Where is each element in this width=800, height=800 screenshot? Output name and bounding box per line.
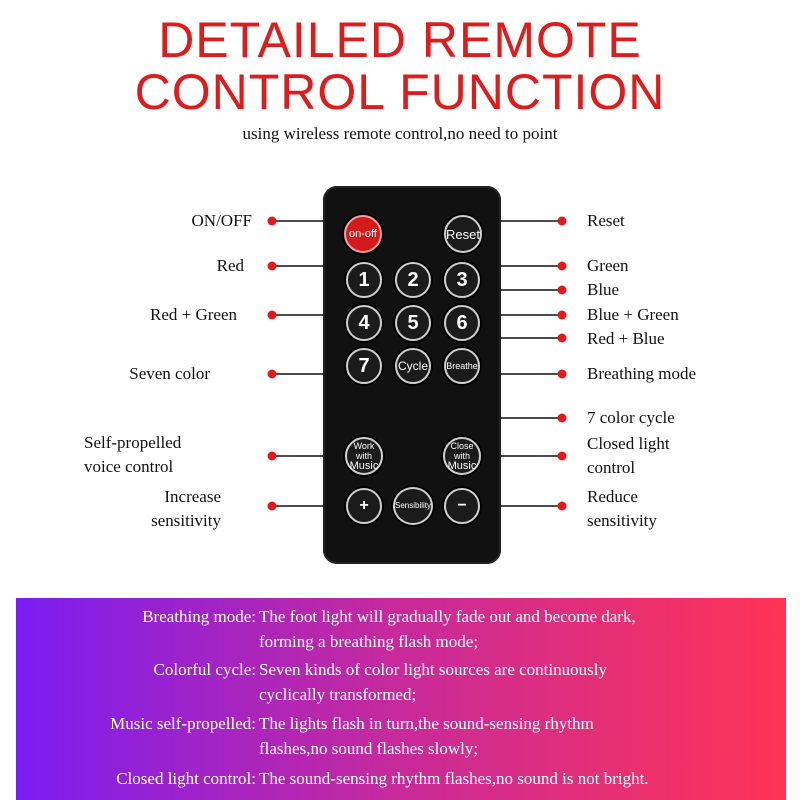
dot-seven-color-left [267,369,277,379]
dot-red-green-left [267,310,277,320]
label-reduce-line-1: Reduce [587,487,638,506]
label-seven-color: Seven color [129,364,210,383]
label-self-propelled-line-1: Self-propelled [84,433,182,452]
dot-red-blue-right [557,333,567,343]
info-value: The foot light will gradually fade out a… [259,604,779,654]
label-closed-light-control: Closed light control [587,432,670,480]
dot-breathing-right [557,369,567,379]
info-key: Closed light control: [116,769,256,788]
label-self-propelled-line-2: voice control [84,457,174,476]
sensibility-button[interactable]: Sensibility [393,487,433,525]
button-7[interactable]: 7 [346,348,382,384]
label-reduce-sensitivity: Reduce sensitivity [587,485,657,533]
label-blue-green: Blue + Green [587,305,679,324]
button-2[interactable]: 2 [395,262,431,298]
label-reduce-line-2: sensitivity [587,511,657,530]
label-red-blue: Red + Blue [587,329,665,348]
info-value-line-2: cyclically transformed; [259,685,417,704]
label-self-propelled: Self-propelled voice control [60,431,226,479]
dot-reset-right [557,216,567,226]
label-increase-sensitivity: Increase sensitivity [80,485,221,533]
info-key: Music self-propelled: [110,714,256,733]
work-with-music-button[interactable]: Work with Music [345,437,383,475]
info-value-line-2: forming a breathing flash mode; [259,632,479,651]
close-with-music-line-2: Music [447,460,477,472]
label-red-green: Red + Green [149,305,237,324]
info-value-line-1: The foot light will gradually fade out a… [259,607,636,626]
page-title-line-2: CONTROL FUNCTION [134,64,666,120]
dot-blue-right [557,285,567,295]
button-1[interactable]: 1 [346,262,382,298]
dot-blue-green-right [557,310,567,320]
label-reset: Reset [587,211,625,230]
button-4[interactable]: 4 [346,305,382,341]
label-breathing-mode: Breathing mode [587,364,697,383]
work-with-music-line-1: Work with [353,441,375,461]
page-subtitle: using wireless remote control,no need to… [242,124,558,143]
label-red: Red [216,256,244,275]
on-off-button[interactable]: on-off [344,215,382,253]
info-value: The lights flash in turn,the sound-sensi… [259,711,779,761]
button-5[interactable]: 5 [395,305,431,341]
label-closed-line-2: control [587,458,636,477]
work-with-music-line-2: Music [349,460,379,472]
minus-button[interactable]: − [444,488,480,524]
info-value-line-1: Seven kinds of color light sources are c… [259,660,607,679]
info-value: Seven kinds of color light sources are c… [259,657,779,707]
info-key: Colorful cycle: [153,660,256,679]
label-on-off: ON/OFF [191,211,252,230]
dot-reduce-right [557,501,567,511]
dot-self-left [267,451,277,461]
close-with-music-line-1: Close with [450,441,474,461]
label-green: Green [587,256,629,275]
cycle-button[interactable]: Cycle [395,348,431,384]
button-6[interactable]: 6 [444,305,480,341]
breathe-button[interactable]: Breathe [444,348,480,384]
dot-increase-left [267,501,277,511]
info-panel: Breathing mode: The foot light will grad… [16,598,786,800]
info-value-line-1: The lights flash in turn,the sound-sensi… [259,714,594,733]
dot-on-off-left [267,216,277,226]
dot-red-left [267,261,277,271]
info-value-line-1: The sound-sensing rhythm flashes,no soun… [259,769,649,788]
button-3[interactable]: 3 [444,262,480,298]
label-closed-line-1: Closed light [587,434,670,453]
page-title-line-1: DETAILED REMOTE [158,12,642,68]
info-value-line-2: flashes,no sound flashes slowly; [259,739,479,758]
dot-cycle-right [557,413,567,423]
plus-button[interactable]: + [346,488,382,524]
label-increase-line-2: sensitivity [151,511,221,530]
info-key: Breathing mode: [142,607,256,626]
dot-green-right [557,261,567,271]
info-value: The sound-sensing rhythm flashes,no soun… [259,766,779,791]
dot-closed-right [557,451,567,461]
label-blue: Blue [587,280,620,299]
label-7-color-cycle: 7 color cycle [587,408,675,427]
label-increase-line-1: Increase [164,487,221,506]
close-with-music-button[interactable]: Close with Music [443,437,481,475]
reset-button[interactable]: Reset [444,215,482,253]
